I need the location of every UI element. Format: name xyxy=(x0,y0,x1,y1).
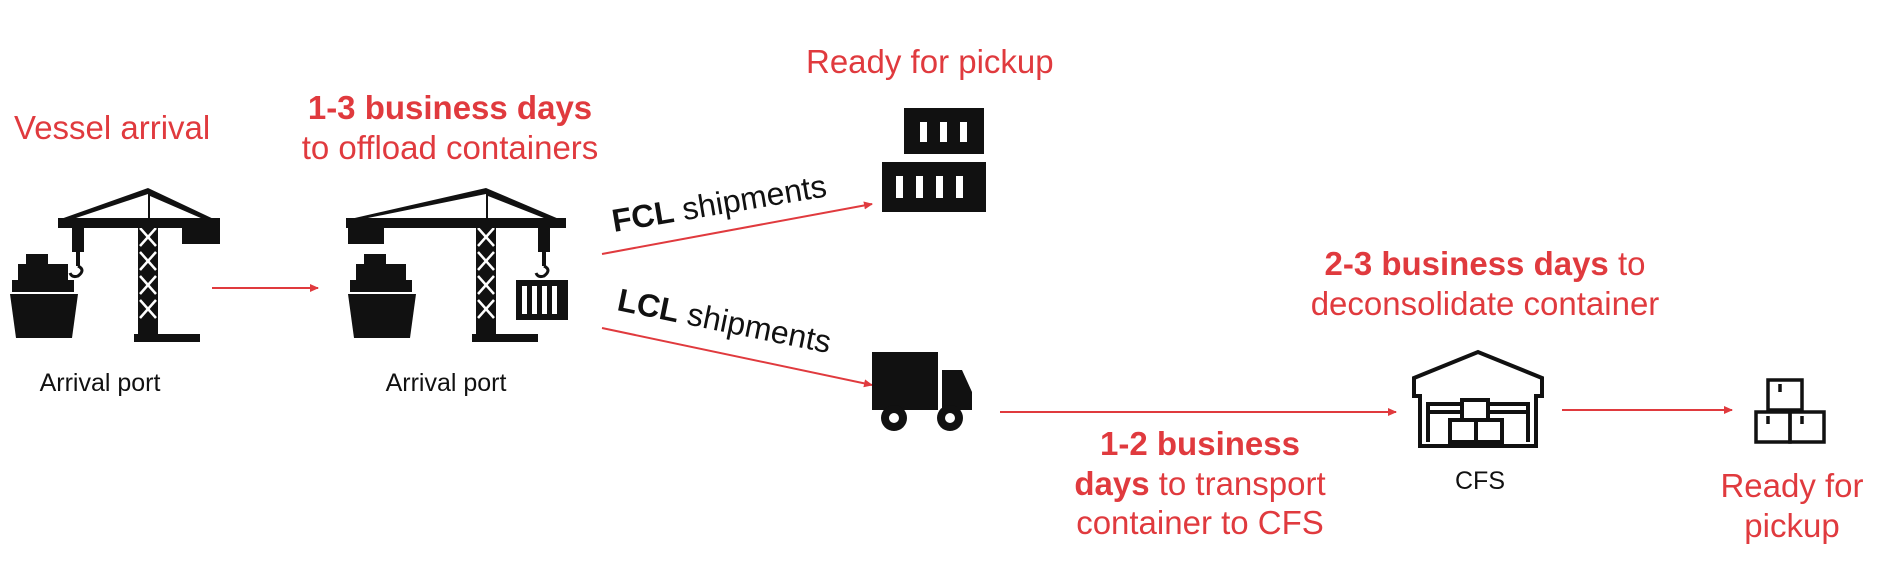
warehouse-icon xyxy=(1412,349,1544,448)
transport-duration-label: 1-2 business days to transport container… xyxy=(1050,424,1350,543)
decon-description: deconsolidate container xyxy=(1310,284,1660,322)
crane-ship-container-icon xyxy=(346,188,568,342)
offload-description: to offload containers xyxy=(301,128,599,166)
lcl-shipments-label: LCL shipments xyxy=(615,282,835,361)
transport-days-line2: days xyxy=(1074,464,1150,502)
arrow-to-fcl-pickup xyxy=(601,201,873,255)
boxes-icon xyxy=(1754,378,1826,444)
offload-days: 1-3 business days xyxy=(307,89,593,126)
arrival-port-caption-1: Arrival port xyxy=(39,369,161,397)
crane-ship-icon xyxy=(10,188,220,342)
fcl-shipments-label: FCL shipments xyxy=(609,168,829,239)
arrow-to-lcl-truck xyxy=(601,327,873,388)
ready-for-pickup-lcl: Ready for pickup xyxy=(1712,466,1872,545)
vessel-arrival-label: Vessel arrival xyxy=(14,109,211,146)
arrival-port-caption-2: Arrival port xyxy=(385,369,507,397)
ready-for-pickup-fcl: Ready for pickup xyxy=(806,43,1054,80)
decon-to: to xyxy=(1608,245,1646,282)
truck-icon xyxy=(872,352,972,431)
transport-days-line1: 1-2 business xyxy=(1100,425,1300,462)
decon-days: 2-3 business days xyxy=(1324,245,1609,282)
cfs-caption: CFS xyxy=(1455,467,1505,495)
offload-duration-label: 1-3 business days to offload containers xyxy=(280,88,620,167)
deconsolidate-duration-label: 2-3 business days to deconsolidate conta… xyxy=(1290,244,1680,323)
stacked-containers-icon xyxy=(882,108,986,212)
ready-for-line1: Ready for xyxy=(1720,467,1864,504)
transport-description: container to CFS xyxy=(1076,504,1324,542)
transport-to: to transport xyxy=(1149,464,1326,502)
ready-for-line2: pickup xyxy=(1744,506,1840,544)
